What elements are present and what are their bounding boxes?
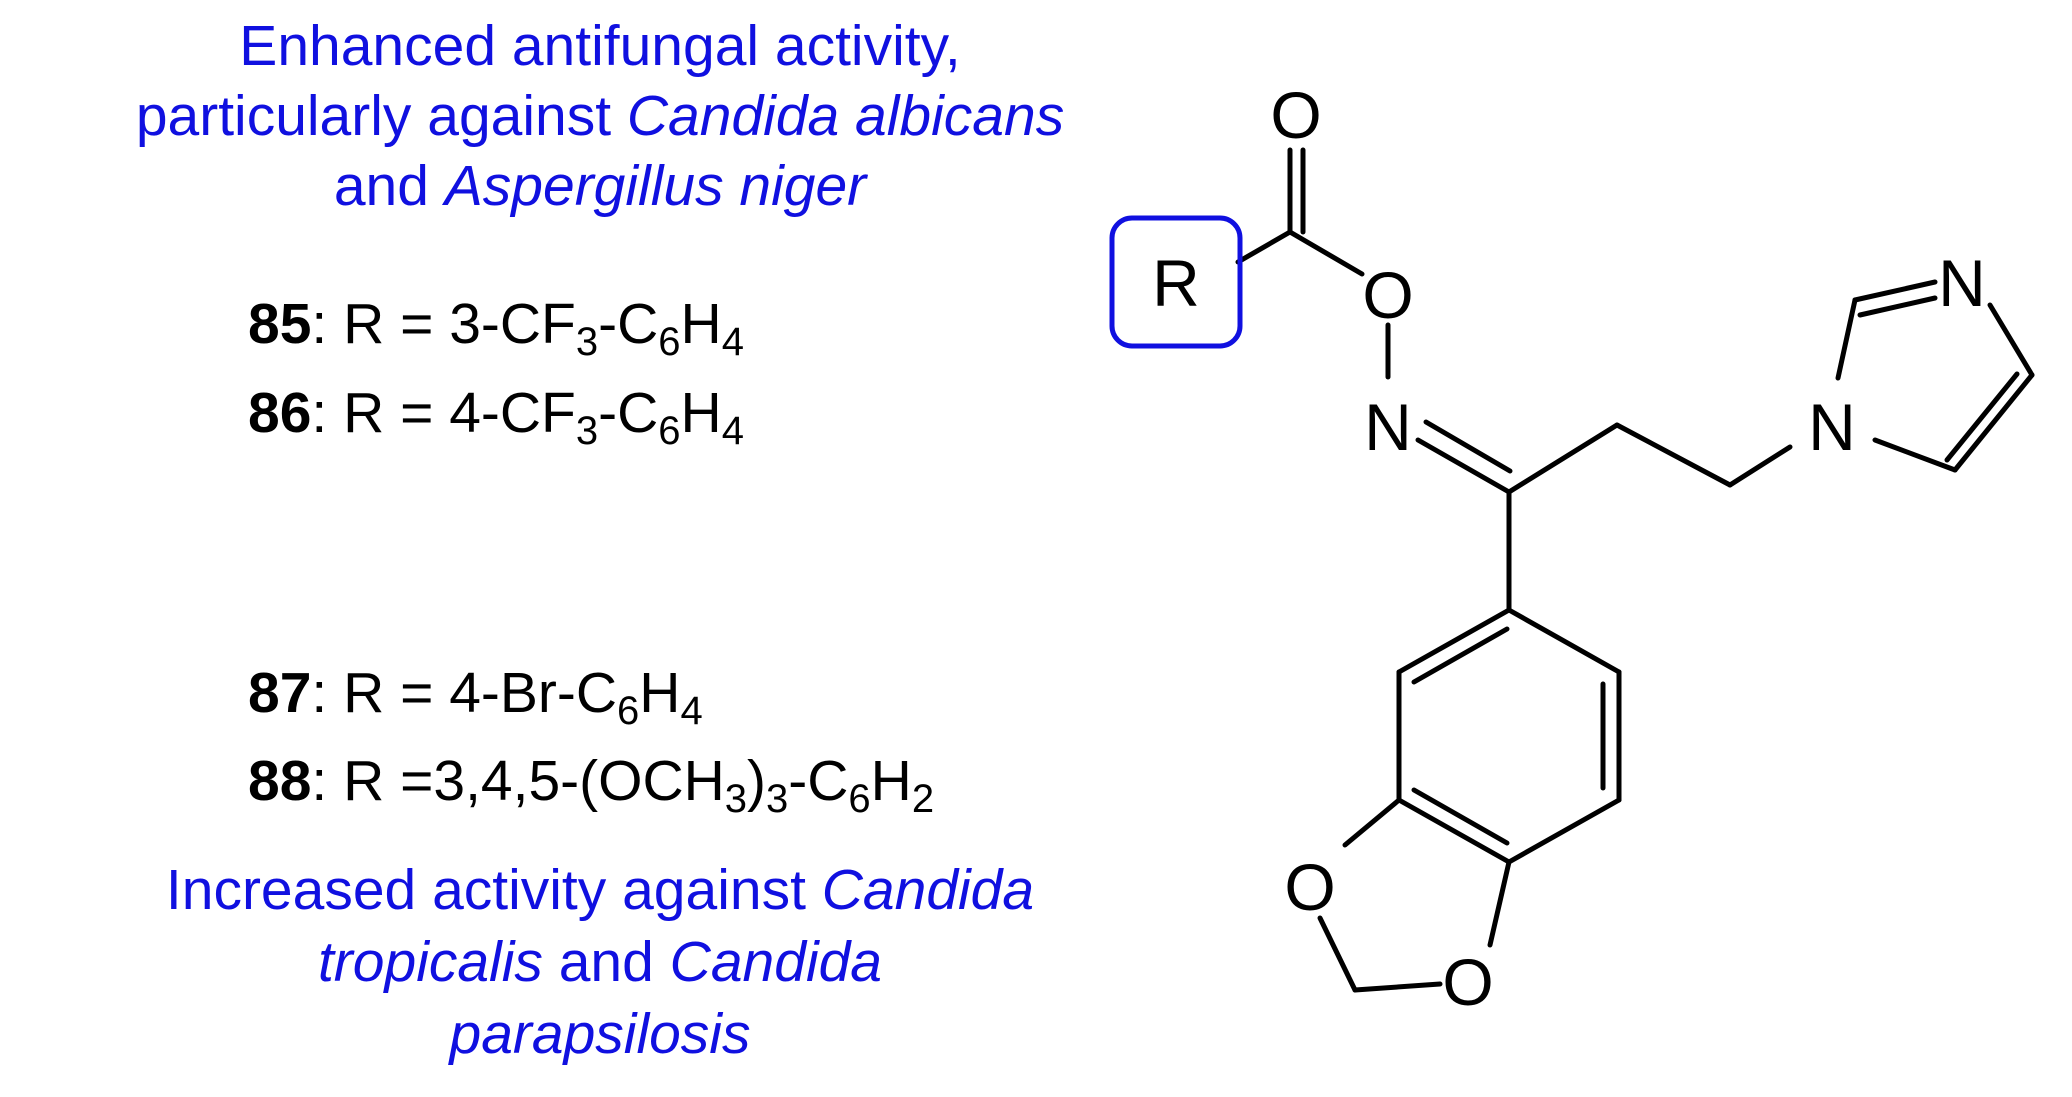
top-note-line-2-plain: particularly against [135, 84, 627, 148]
subscript: 3 [575, 320, 599, 364]
compound-86-label: 86: R = 4-CF3-C6H4 [248, 385, 744, 452]
bottom-note-line-2-plain: and [542, 930, 670, 994]
bond-n-c-double-1 [1415, 437, 1512, 495]
bottom-note-line-1: Increased activity against Candida [20, 862, 1180, 934]
compound-number: 88 [248, 749, 312, 813]
subscript: 6 [658, 320, 681, 364]
bond-imidazole-n3-c4 [1987, 302, 2035, 378]
top-note-line-3: and Aspergillus niger [20, 158, 1180, 228]
bottom-note-organism-species-1: tropicalis [317, 930, 543, 994]
compound-text: -C [788, 749, 849, 813]
bond-benzene-6-inner [1411, 626, 1510, 685]
subscript: 6 [617, 689, 640, 733]
compound-text: -C [598, 292, 659, 356]
bond-benzene-4-inner [1411, 787, 1510, 846]
subscript: 3 [575, 409, 599, 453]
subscript: 4 [680, 689, 703, 733]
compound-text: : R =3,4,5-(OCH [311, 749, 725, 813]
bond-benzene-1 [1506, 607, 1622, 675]
compound-text: -C [598, 381, 659, 445]
bond-imidazole-c2-n3-b [1857, 295, 1938, 318]
bond-imidazole-n1-c2 [1835, 297, 1858, 381]
bond-benzene-6 [1396, 607, 1512, 675]
bond-imidazole-c4-c5-a [1952, 372, 2035, 473]
bond-dioxole-o-ch2-left [1317, 915, 1358, 993]
bottom-activity-note: Increased activity against Candida tropi… [20, 862, 1180, 1078]
compound-number: 87 [248, 661, 312, 725]
bottom-note-organism-genus: Candida [821, 858, 1035, 922]
bond-imidazole-c4-c5-b [1944, 371, 2020, 463]
bottom-note-line-3: parapsilosis [20, 1006, 1180, 1078]
atom-n-imidazole-top: N [1938, 246, 1986, 320]
bond-ch2-ch2 [1614, 422, 1733, 488]
atom-o-ester: O [1362, 258, 1413, 332]
compound-text: H [870, 749, 912, 813]
atom-o-carbonyl: O [1270, 78, 1321, 152]
bond-carbonyl-ester-o [1287, 229, 1365, 277]
atom-r: R [1152, 246, 1200, 320]
atom-n-imidazole-1: N [1808, 390, 1856, 464]
top-note-line-3-plain: and [333, 154, 445, 218]
top-note-organism-2: Aspergillus niger [444, 154, 867, 218]
compound-text: : R = 4-CF [311, 381, 576, 445]
bond-n-c-double-2 [1423, 419, 1513, 474]
compound-88-label: 88: R =3,4,5-(OCH3)3-C6H2 [248, 753, 934, 820]
top-note-line-2: particularly against Candida albicans [20, 88, 1180, 158]
bond-imidazole-c5-n1 [1872, 437, 1958, 473]
bond-dioxole-c-o-left [1342, 797, 1402, 848]
subscript: 4 [721, 409, 744, 453]
compound-text: : R = 3-CF [311, 292, 576, 356]
compound-text: H [680, 292, 722, 356]
bond-c-ch2 [1506, 422, 1620, 495]
atom-o-dioxole-bottom: O [1442, 945, 1493, 1019]
compound-text: H [639, 661, 681, 725]
bottom-note-line-1-plain: Increased activity against [165, 858, 822, 922]
subscript: 2 [911, 777, 935, 821]
structure-atoms: R O O N N N O O [1152, 78, 1986, 1019]
atom-o-dioxole-left: O [1284, 850, 1335, 924]
bond-benzene-4 [1396, 797, 1512, 865]
bond-r-carbonyl [1235, 229, 1293, 265]
compound-87-label: 87: R = 4-Br-C6H4 [248, 665, 703, 732]
compound-text: H [680, 381, 722, 445]
top-note-line-1: Enhanced antifungal activity, [239, 14, 961, 78]
compound-number: 86 [248, 381, 312, 445]
bond-ch2-imidazole [1727, 444, 1793, 488]
subscript: 3 [766, 777, 789, 821]
r-group-highlight-box [1109, 215, 1243, 349]
top-note-organism-1: Candida albicans [626, 84, 1065, 148]
bond-dioxole-o-c-right [1487, 859, 1512, 948]
bond-dioxole-ch2-o-right [1352, 981, 1443, 993]
bond-benzene-3 [1506, 797, 1622, 865]
bottom-note-line-2: tropicalis and Candida [20, 934, 1180, 1006]
compound-85-label: 85: R = 3-CF3-C6H4 [248, 296, 744, 363]
compound-text: ) [747, 749, 767, 813]
subscript: 6 [658, 409, 681, 453]
subscript: 6 [848, 777, 871, 821]
top-activity-note: Enhanced antifungal activity, particular… [20, 18, 1180, 228]
subscript: 3 [724, 777, 748, 821]
bottom-note-organism-genus-2: Candida [669, 930, 883, 994]
compound-number: 85 [248, 292, 312, 356]
subscript: 4 [721, 320, 744, 364]
atom-n-oxime: N [1364, 390, 1412, 464]
bottom-note-organism-species-2: parapsilosis [449, 1002, 751, 1066]
compound-text: : R = 4-Br-C [311, 661, 618, 725]
bond-imidazole-c2-n3-a [1852, 279, 1938, 303]
structure-bonds [1235, 147, 2035, 993]
